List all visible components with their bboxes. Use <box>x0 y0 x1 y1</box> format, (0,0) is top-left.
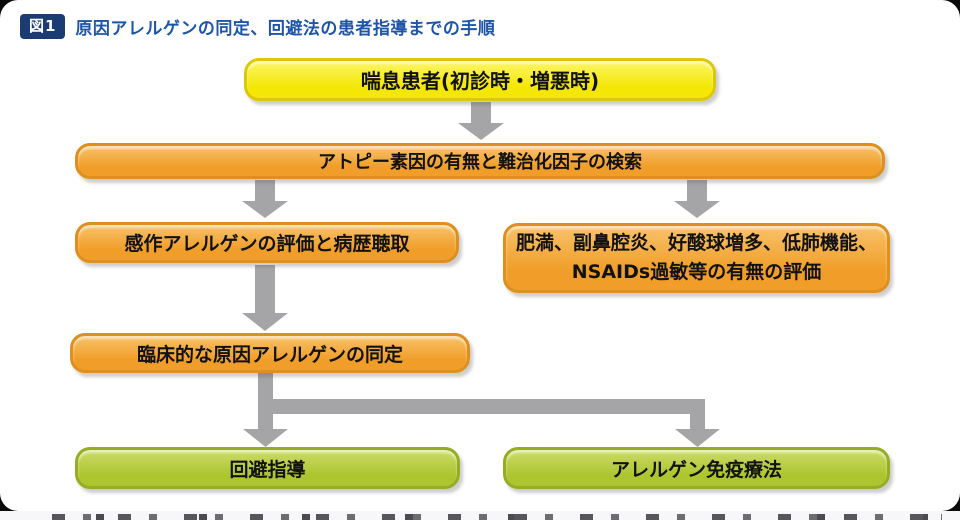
arrow-split-connector <box>243 372 720 447</box>
node-comorbidity-evaluation: 肥満、副鼻腔炎、好酸球増多、低肺機能、 NSAIDs過敏等の有無の評価 <box>503 223 890 293</box>
node-atopy-search: アトピー素因の有無と難治化因子の検索 <box>75 143 885 179</box>
node-clinical-identification-label: 臨床的な原因アレルゲンの同定 <box>136 343 403 366</box>
node-asthma-patient-label: 喘息患者(初診時・増悪時) <box>360 69 600 93</box>
node-atopy-search-label: アトピー素因の有無と難治化因子の検索 <box>318 152 642 173</box>
figure-number-badge: 図1 <box>20 14 66 39</box>
arrow-down-middle <box>242 265 288 331</box>
node-sensitized-allergen: 感作アレルゲンの評価と病歴聴取 <box>75 222 459 263</box>
node-asthma-patient: 喘息患者(初診時・増悪時) <box>244 58 716 101</box>
figure-title: 原因アレルゲンの同定、回避法の患者指導までの手順 <box>75 19 496 39</box>
node-allergen-immunotherapy: アレルゲン免疫療法 <box>503 447 890 489</box>
node-avoidance-guidance-label: 回避指導 <box>229 458 306 481</box>
cropped-text-marks <box>52 514 942 520</box>
node-comorbidity-evaluation-label: 肥満、副鼻腔炎、好酸球増多、低肺機能、 NSAIDs過敏等の有無の評価 <box>516 229 877 288</box>
node-clinical-identification: 臨床的な原因アレルゲンの同定 <box>70 333 470 373</box>
arrow-down-top <box>458 102 504 140</box>
node-avoidance-guidance: 回避指導 <box>75 447 460 489</box>
node-allergen-immunotherapy-label: アレルゲン免疫療法 <box>610 458 782 481</box>
node-sensitized-allergen-label: 感作アレルゲンの評価と病歴聴取 <box>124 233 410 255</box>
comorbidity-line2: NSAIDs過敏等の有無の評価 <box>571 261 822 283</box>
comorbidity-line1: 肥満、副鼻腔炎、好酸球増多、低肺機能、 <box>515 231 877 254</box>
arrow-down-right-branch <box>674 180 720 218</box>
arrow-down-left-branch <box>242 180 288 218</box>
figure-header: 図1 原因アレルゲンの同定、回避法の患者指導までの手順 <box>20 14 495 39</box>
cropped-content-strip <box>0 511 960 520</box>
